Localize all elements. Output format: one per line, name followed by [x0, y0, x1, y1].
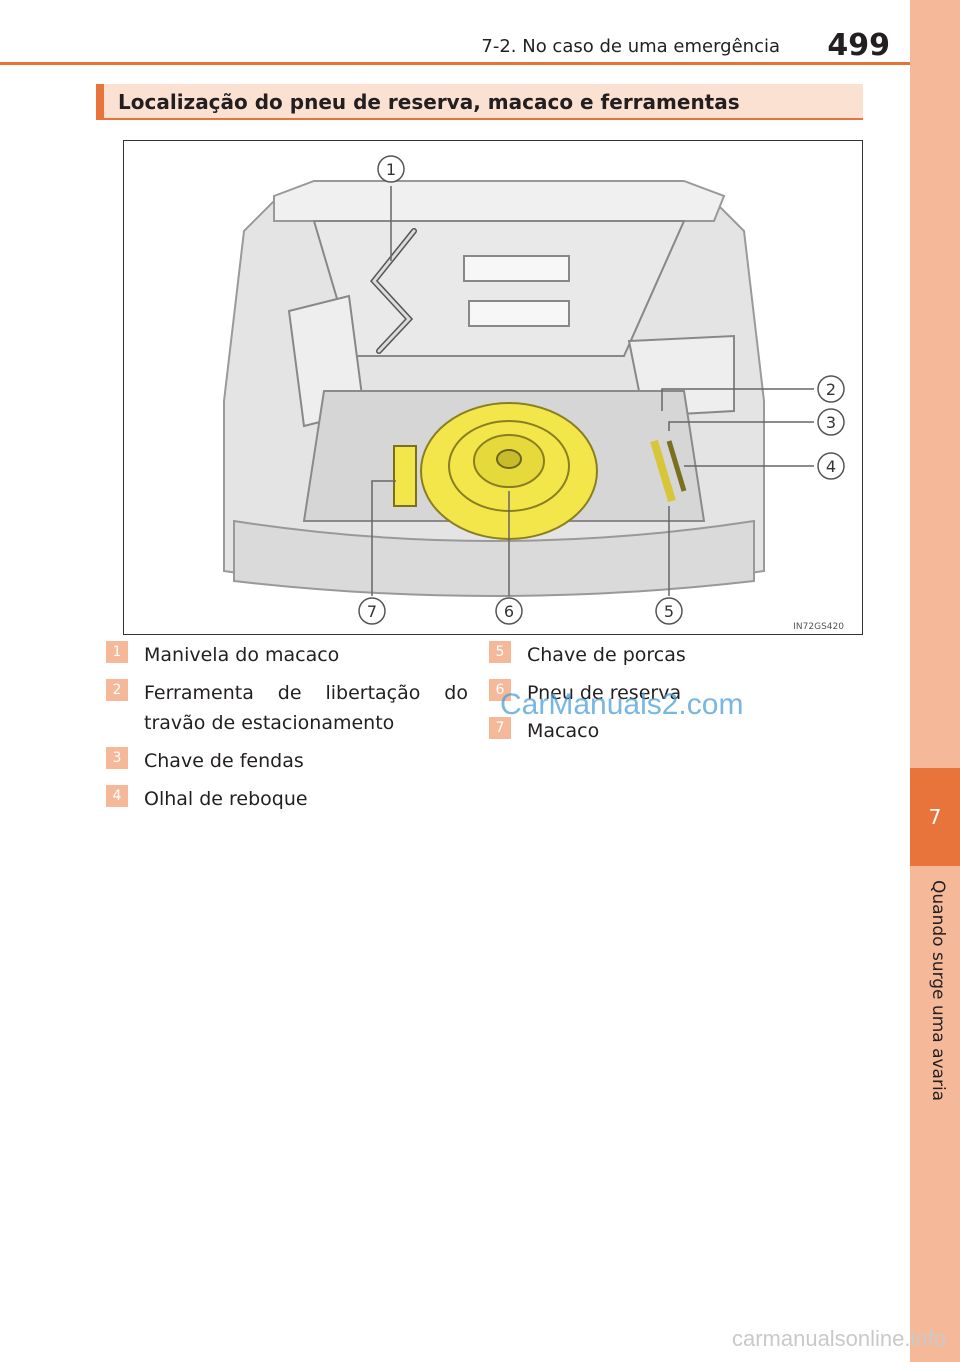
chapter-side-tab: 7 Quando surge uma avaria — [910, 0, 960, 1362]
legend-label: Ferramenta de libertação do travão de es… — [144, 682, 468, 734]
callout-4: 4 — [817, 452, 845, 480]
legend-label: Chave de porcas — [527, 644, 686, 666]
chapter-title: Quando surge uma avaria — [928, 880, 948, 1102]
trunk-drawing: 1 2 3 4 5 6 7 IN72GS420 — [223, 155, 845, 632]
callout-1: 1 — [377, 155, 405, 183]
legend-label: Manivela do macaco — [144, 644, 340, 666]
callout-6: 6 — [495, 597, 523, 625]
chapter-number-box: 7 — [910, 768, 960, 866]
svg-text:1: 1 — [386, 160, 396, 179]
watermark-carmanualsonline: carmanualsonline.info — [731, 1326, 946, 1351]
legend-number: 5 — [489, 641, 511, 663]
legend-number: 6 — [489, 679, 511, 701]
chapter-number: 7 — [928, 805, 942, 829]
legend-number: 3 — [106, 747, 128, 769]
header-divider — [0, 62, 910, 65]
page-number: 499 — [827, 28, 890, 63]
svg-text:6: 6 — [504, 602, 514, 621]
legend-item: 2 Ferramenta de libertação do travão de … — [106, 678, 468, 742]
callout-7: 7 — [358, 597, 386, 625]
legend-number: 1 — [106, 641, 128, 663]
svg-text:5: 5 — [664, 602, 674, 621]
section-title: Localização do pneu de reserva, macaco e… — [118, 90, 740, 114]
callout-2: 2 — [817, 375, 845, 403]
trunk-illustration: 1 2 3 4 5 6 7 IN72GS420 — [123, 140, 863, 635]
svg-text:7: 7 — [367, 602, 377, 621]
legend-label: Pneu de reserva — [527, 682, 682, 704]
legend-number: 4 — [106, 785, 128, 807]
legend-label: Chave de fendas — [144, 750, 304, 772]
legend-number: 2 — [106, 679, 128, 701]
legend-label: Macaco — [527, 720, 600, 742]
callout-5: 5 — [655, 597, 683, 625]
illustration-code: IN72GS420 — [793, 622, 844, 632]
svg-text:3: 3 — [826, 413, 836, 432]
header-section-title: 7-2. No caso de uma emergência — [481, 36, 780, 57]
svg-text:4: 4 — [826, 457, 836, 476]
watermark-carmanuals2: CarManuals2.com — [500, 688, 744, 721]
section-title-bar: Localização do pneu de reserva, macaco e… — [96, 84, 863, 120]
page-header: 7-2. No caso de uma emergência 499 — [0, 28, 900, 64]
svg-text:2: 2 — [826, 380, 836, 399]
legend-label: Olhal de reboque — [144, 788, 308, 810]
legend-number: 7 — [489, 717, 511, 739]
callout-3: 3 — [817, 408, 845, 436]
